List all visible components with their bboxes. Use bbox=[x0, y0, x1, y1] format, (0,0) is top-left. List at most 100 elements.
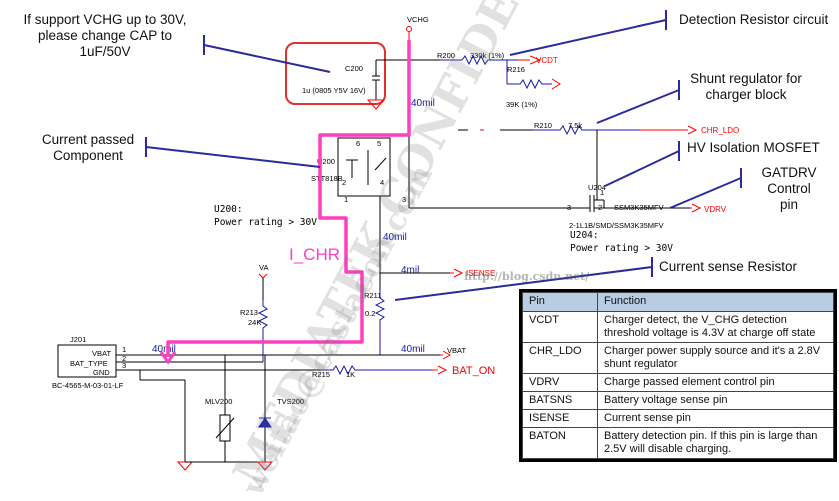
callout-line-gatdrv bbox=[669, 177, 742, 209]
esd-protection: MLV200 TVS200 bbox=[185, 355, 304, 471]
vcdt-port bbox=[529, 55, 542, 65]
j201-pin-bat-type: BAT_TYPE bbox=[70, 359, 108, 368]
c200-ground-symbol bbox=[366, 99, 386, 110]
pin-function-table: Pin Function VCDT Charger detect, the V_… bbox=[519, 289, 837, 462]
c200-highlight-box bbox=[285, 42, 386, 105]
r216-value: 39K (1%) bbox=[506, 100, 538, 109]
j201-num-3: 3 bbox=[122, 361, 126, 370]
table-row: BATON Battery detection pin. If this pin… bbox=[522, 427, 834, 459]
u200-pin-2: 2 bbox=[342, 178, 346, 187]
r200-value: 330k (1%) bbox=[470, 51, 505, 60]
current-path-line bbox=[166, 40, 411, 357]
vchg-port bbox=[406, 26, 412, 32]
callout-current-passed: Current passed Component bbox=[41, 132, 135, 163]
tvs200-ref: TVS200 bbox=[277, 397, 304, 406]
u200-part: STT818B bbox=[311, 174, 343, 183]
table-row: VDRV Charge passed element control pin bbox=[522, 373, 834, 392]
r213-resistor bbox=[257, 300, 269, 362]
table-cell-function: Battery voltage sense pin bbox=[597, 391, 834, 410]
vbat-net: VBAT bbox=[155, 346, 466, 360]
u204-part: SSM3K35MFV bbox=[614, 203, 664, 212]
u200-pin-3: 3 bbox=[402, 195, 406, 204]
u200-component: U200 STT818B 6 5 2 3 1 4 U200: Power rat… bbox=[214, 137, 406, 228]
u200-note-1: U200: bbox=[214, 204, 243, 215]
callout-line-vchg bbox=[203, 44, 331, 73]
u200-body bbox=[337, 137, 391, 197]
chr-ldo-port bbox=[687, 125, 698, 135]
mlv200-ref: MLV200 bbox=[205, 397, 232, 406]
c200-ref: C200 bbox=[345, 64, 363, 73]
r215-value: 1K bbox=[346, 370, 355, 379]
r211-value: 0.2 bbox=[365, 309, 375, 318]
r211-ref: R211 bbox=[364, 291, 381, 300]
table-cell-function: Battery detection pin. If this pin is la… bbox=[597, 427, 834, 459]
trace-width-40mil-d: 40mil bbox=[401, 344, 425, 355]
vbat-label: VBAT bbox=[447, 346, 466, 355]
r216-resistor bbox=[507, 78, 552, 90]
i-chr-label: I_CHR bbox=[289, 245, 340, 264]
vdrv-label: VDRV bbox=[704, 205, 727, 214]
callout-hv-isolation: HV Isolation MOSFET bbox=[687, 140, 820, 155]
j201-connector: J201 VBAT BAT_TYPE GND BC-4565-M-03-01-L… bbox=[52, 335, 194, 471]
isense-net: ISENSE bbox=[380, 268, 495, 278]
bat-on-net: R215 1K BAT_ON bbox=[155, 364, 495, 379]
detection-divider: R200 330k (1%) VCDT R216 39K (1%) bbox=[437, 51, 561, 109]
u200-pin-1: 1 bbox=[344, 195, 348, 204]
table-header-function: Function bbox=[597, 292, 834, 312]
table-cell-function: Charge passed element control pin bbox=[597, 373, 834, 392]
r215-resistor bbox=[320, 364, 432, 376]
r215-ref: R215 bbox=[312, 370, 330, 379]
vchg-label: VCHG bbox=[407, 15, 429, 24]
r210-resistor bbox=[533, 124, 640, 136]
j201-num-1: 1 bbox=[122, 345, 126, 354]
callout-line-current-passed bbox=[145, 146, 321, 168]
r216-ground-symbol bbox=[551, 78, 561, 90]
table-cell-function: Current sense pin bbox=[597, 409, 834, 428]
callout-current-sense: Current sense Resistor bbox=[659, 259, 798, 274]
j201-part: BC-4565-M-03-01-LF bbox=[52, 381, 124, 390]
trace-width-40mil-a: 40mil bbox=[411, 98, 435, 109]
callout-line-shunt bbox=[596, 89, 680, 124]
j201-pin-gnd: GND bbox=[93, 368, 110, 377]
u200-note-2: Power rating > 30V bbox=[214, 217, 317, 228]
r210-value: 7.5k bbox=[568, 121, 582, 130]
r213-value: 24K bbox=[248, 318, 261, 327]
callout-lines bbox=[145, 10, 742, 301]
callout-shunt-regulator: Shunt regulator for charger block bbox=[690, 71, 802, 102]
table-header-pin: Pin bbox=[522, 292, 598, 312]
vdrv-port bbox=[691, 203, 702, 213]
table-cell-pin: VDRV bbox=[522, 373, 598, 392]
u204-component: U204 3 2 1 SSM3K35MFV 2-1L1B/SMD/SSM3K35… bbox=[409, 183, 727, 254]
u204-pin-1: 1 bbox=[600, 188, 604, 197]
current-path-arrow bbox=[159, 351, 177, 365]
c200-group: C200 1u (0805 Y5V 16V) bbox=[285, 42, 409, 110]
va-label: VA bbox=[259, 263, 268, 272]
chr-ldo-label: CHR_LDO bbox=[701, 126, 739, 135]
trace-width-40mil-b: 40mil bbox=[383, 232, 407, 243]
table-row: VCDT Charger detect, the V_CHG detection… bbox=[522, 311, 834, 343]
r200-resistor bbox=[440, 54, 518, 66]
u204-ref: U204 bbox=[588, 183, 606, 192]
vchg-net: VCHG bbox=[406, 15, 440, 140]
table-cell-pin: BATON bbox=[522, 427, 598, 459]
table-row: ISENSE Current sense pin bbox=[522, 409, 834, 428]
u200-ref: U200 bbox=[317, 157, 335, 166]
callout-gatdrv-control: GATDRV Control pin bbox=[761, 165, 817, 212]
gnd-symbol-a bbox=[176, 461, 194, 471]
bat-on-port bbox=[437, 365, 448, 375]
j201-ref: J201 bbox=[70, 335, 86, 344]
u200-pin-6: 6 bbox=[356, 139, 360, 148]
u204-note-2: Power rating > 30V bbox=[570, 243, 673, 254]
r211-resistor bbox=[374, 290, 386, 355]
bat-on-label: BAT_ON bbox=[452, 365, 495, 377]
callout-line-hv-mosfet bbox=[604, 150, 680, 187]
j201-body bbox=[57, 344, 117, 378]
table-cell-function: Charger power supply source and it's a 2… bbox=[597, 342, 834, 374]
u204-part-full: 2-1L1B/SMD/SSM3K35MFV bbox=[569, 221, 664, 230]
table-row: BATSNS Battery voltage sense pin bbox=[522, 391, 834, 410]
trace-width-4mil-a: 4mil bbox=[401, 265, 419, 276]
table-cell-pin: BATSNS bbox=[522, 391, 598, 410]
table-cell-pin: CHR_LDO bbox=[522, 342, 598, 374]
table-row: CHR_LDO Charger power supply source and … bbox=[522, 342, 834, 374]
